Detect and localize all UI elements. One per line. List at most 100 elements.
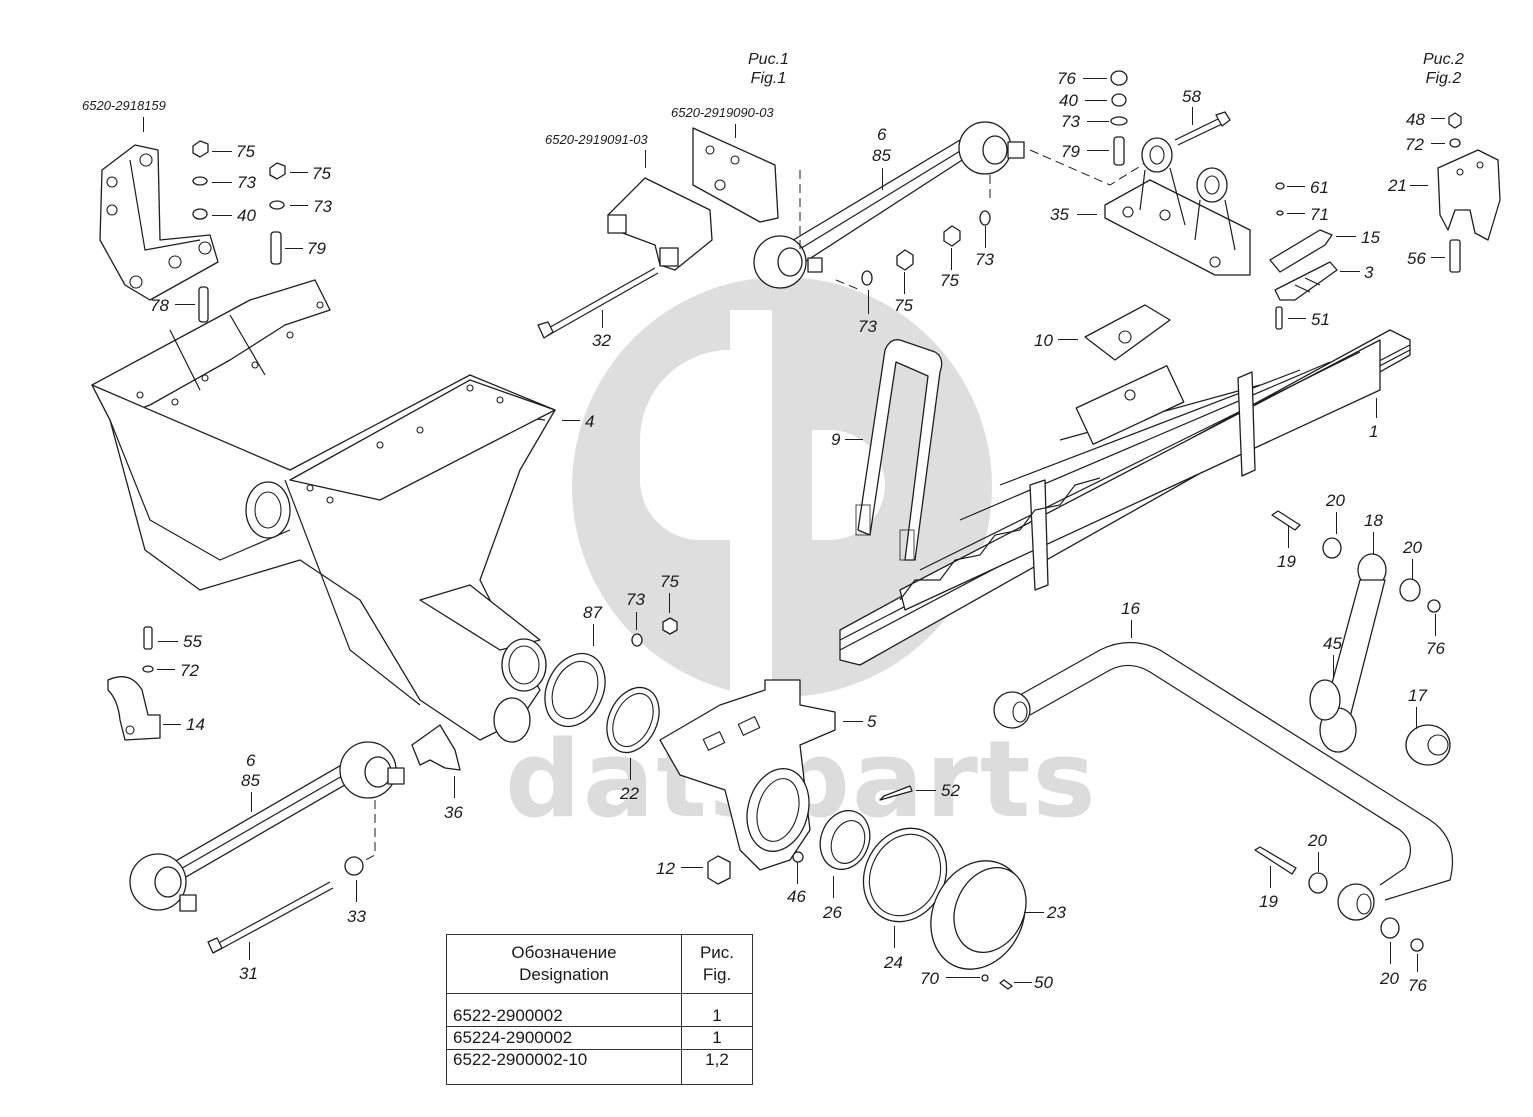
table-row: 65224-2900002 1: [446, 1026, 753, 1050]
callout-label: 35: [1050, 205, 1069, 224]
leader-line: [593, 624, 594, 646]
designation-header: Обозначение Designation: [446, 934, 682, 994]
leader-line: [735, 124, 736, 138]
cover-23: [930, 860, 1027, 970]
leaf-spring-1: [839, 329, 1411, 666]
callout-label: 73: [313, 197, 332, 216]
leader-line: [636, 612, 637, 630]
callout-label: 61: [1310, 178, 1329, 197]
leader-line: [158, 641, 178, 642]
callout-label: 58: [1182, 87, 1201, 106]
table-row: 6522-2900002 1: [446, 993, 753, 1027]
callout-label: 45: [1323, 634, 1342, 653]
leader-line: [212, 215, 232, 216]
callout-label: 20: [1380, 969, 1399, 988]
callout-label: 23: [1047, 903, 1066, 922]
hardware-15-3: [1269, 182, 1338, 330]
callout-label: 14: [186, 715, 205, 734]
callout-label: 79: [307, 239, 326, 258]
callout-label: 73: [858, 317, 877, 336]
stabilizer-bar-16: [993, 641, 1454, 921]
figure-2-title-ru: Рис.2: [1423, 51, 1464, 68]
callout-label: 85: [872, 146, 891, 165]
designation-cell: 6522-2900002: [446, 993, 682, 1027]
designation-header-en: Designation: [519, 965, 609, 984]
u-bolt-9: [855, 339, 943, 561]
assembly-code: 6520-2918159: [82, 98, 166, 113]
bolt-52: [879, 785, 913, 801]
callout-label: 48: [1406, 110, 1425, 129]
callout-label: 32: [592, 331, 611, 350]
callout-label: 75: [236, 142, 255, 161]
leader-line: [797, 862, 798, 884]
bolt-50: [999, 979, 1013, 990]
leader-line: [1085, 100, 1107, 101]
callout-label: 75: [894, 296, 913, 315]
figure-2-title: Рис.2 Fig.2: [1423, 50, 1464, 88]
leader-line: [1412, 559, 1413, 579]
leader-line: [356, 880, 357, 902]
figure-2-title-en: Fig.2: [1425, 70, 1462, 87]
balancer-housing-4: [91, 279, 556, 743]
reaction-rod-top: [753, 121, 1025, 289]
callout-label: 73: [1061, 112, 1080, 131]
callout-label: 26: [823, 903, 842, 922]
callout-label: 20: [1326, 491, 1345, 510]
leader-line: [669, 593, 670, 613]
callout-label: 78: [150, 296, 169, 315]
part-36: [411, 724, 461, 771]
part-70: [981, 974, 989, 982]
callout-label: 15: [1361, 228, 1380, 247]
figure-cell: 1: [681, 1026, 753, 1050]
hub-5: [659, 679, 836, 871]
callout-label: 73: [237, 173, 256, 192]
callout-label: 21: [1388, 176, 1407, 195]
fig2-parts: [1437, 112, 1501, 273]
designation-cell: 65224-2900002: [446, 1026, 682, 1050]
hardware-14: [107, 626, 161, 741]
callout-label: 20: [1308, 831, 1327, 850]
leader-line: [904, 272, 905, 294]
leader-line: [285, 248, 303, 249]
callout-label: 17: [1408, 686, 1427, 705]
callout-label: 22: [620, 784, 639, 803]
leader-line: [1340, 271, 1360, 272]
leader-line: [1333, 655, 1334, 677]
callout-label: 6: [246, 751, 256, 770]
leader-line: [1318, 852, 1319, 872]
part-46: [792, 851, 804, 863]
leader-line: [1416, 707, 1417, 729]
leader-line: [1435, 614, 1436, 636]
figure-1-title: Рис.1 Fig.1: [748, 50, 789, 88]
figure-cell: 1: [681, 993, 753, 1027]
leader-line: [985, 226, 986, 248]
leader-line: [1431, 143, 1445, 144]
washer-33: [344, 856, 364, 876]
figure-cell: 1,2: [681, 1049, 753, 1085]
callout-label: 36: [444, 803, 463, 822]
table-row: 6522-2900002-10 1,2: [446, 1049, 753, 1085]
assembly-code: 6520-2919091-03: [545, 132, 648, 147]
leader-line: [249, 942, 250, 960]
callout-label: 76: [1426, 639, 1445, 658]
leader-line: [951, 248, 952, 270]
saddle-10: [1084, 304, 1171, 361]
plate-6520-2919090-03: [692, 127, 779, 223]
figure-header-ru: Рис.: [699, 943, 735, 962]
callout-label: 40: [1059, 91, 1078, 110]
hardware-bottom-right: [1254, 846, 1424, 952]
leader-line: [681, 867, 703, 868]
leader-line: [1131, 620, 1132, 638]
leader-line: [602, 310, 603, 328]
callout-label: 70: [920, 969, 939, 988]
callout-label: 76: [1057, 69, 1076, 88]
leader-line: [163, 724, 181, 725]
callout-label: 85: [241, 771, 260, 790]
leader-line: [1373, 532, 1374, 554]
figure-header: Рис. Fig.: [681, 934, 753, 994]
callout-label: 50: [1034, 973, 1053, 992]
leader-line: [1288, 526, 1289, 548]
figure-1-title-ru: Рис.1: [748, 51, 789, 68]
callout-label: 19: [1259, 892, 1278, 911]
callout-label: 75: [312, 164, 331, 183]
